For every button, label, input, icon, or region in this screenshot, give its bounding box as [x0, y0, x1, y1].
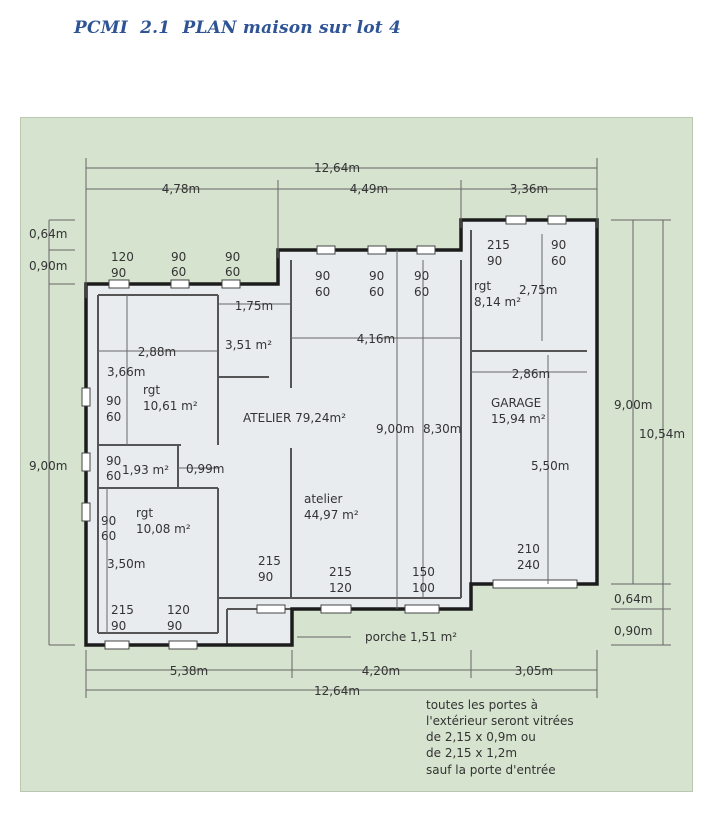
- opening-label: 90: [167, 619, 182, 633]
- room-rgt-b-area: 8,14 m²: [474, 295, 521, 309]
- dim-total-width-bottom: 12,64m: [314, 684, 360, 698]
- note-line: sauf la porte d'entrée: [426, 763, 556, 777]
- room-rgt-c-name: rgt: [136, 506, 153, 520]
- room-fills: [86, 220, 597, 645]
- opening-label: 90: [414, 269, 429, 283]
- opening-label: 90: [111, 619, 126, 633]
- opening-label: 60: [551, 254, 566, 268]
- dim-right-900: 9,00m: [614, 398, 652, 412]
- opening-label: 215: [111, 603, 134, 617]
- opening-label: 150: [412, 565, 435, 579]
- dim-left-064: 0,64m: [29, 227, 67, 241]
- opening-label: 60: [106, 469, 121, 483]
- dim-seg-top-left: 4,78m: [162, 182, 200, 196]
- room-atelier-area: 44,97 m²: [304, 508, 359, 522]
- dim-seg-bottom-right: 3,05m: [515, 664, 553, 678]
- page-title: PCMI 2.1 PLAN maison sur lot 4: [74, 18, 401, 38]
- dim-in-099: 0,99m: [186, 462, 224, 476]
- room-rgt-b-name: rgt: [474, 279, 491, 293]
- opening-label: 215: [329, 565, 352, 579]
- opening-label: 210: [517, 542, 540, 556]
- note-line: de 2,15 x 1,2m: [426, 746, 517, 760]
- room-labels: rgt 10,61 m² 3,51 m² ATELIER 79,24m² ate…: [122, 279, 546, 644]
- dim-right-1054: 10,54m: [639, 427, 685, 441]
- dim-in-286: 2,86m: [512, 367, 550, 381]
- dim-in-275: 2,75m: [519, 283, 557, 297]
- floor-plan-drawing: 12,64m 4,78m 4,49m 3,36m 0,64m 0,90m 9,0…: [29, 158, 685, 777]
- dim-right-090: 0,90m: [614, 624, 652, 638]
- opening-label: 90: [315, 269, 330, 283]
- dim-in-175: 1,75m: [235, 299, 273, 313]
- dim-seg-bottom-mid: 4,20m: [362, 664, 400, 678]
- note-line: toutes les portes à: [426, 698, 538, 712]
- opening-label: 60: [171, 265, 186, 279]
- floor-plan-panel: 12,64m 4,78m 4,49m 3,36m 0,64m 0,90m 9,0…: [20, 117, 693, 792]
- room-garage-area: 15,94 m²: [491, 412, 546, 426]
- opening-label: 120: [329, 581, 352, 595]
- dim-in-900: 9,00m: [376, 422, 414, 436]
- dim-in-416: 4,16m: [357, 332, 395, 346]
- dim-in-366: 3,66m: [107, 365, 145, 379]
- opening-label: 90: [106, 394, 121, 408]
- dim-in-550: 5,50m: [531, 459, 569, 473]
- room-atelier-name: atelier: [304, 492, 342, 506]
- interior-walls: [97, 230, 587, 645]
- opening-label: 100: [412, 581, 435, 595]
- dim-in-350: 3,50m: [107, 557, 145, 571]
- opening-label: 215: [487, 238, 510, 252]
- wall-openings: [81, 215, 578, 650]
- room-porche: porche 1,51 m²: [365, 630, 457, 644]
- opening-label: 60: [414, 285, 429, 299]
- opening-label: 60: [315, 285, 330, 299]
- opening-label: 120: [167, 603, 190, 617]
- opening-label: 90: [225, 250, 240, 264]
- dimension-lines: [48, 158, 671, 698]
- opening-label: 90: [487, 254, 502, 268]
- dim-right-064: 0,64m: [614, 592, 652, 606]
- dim-seg-top-right: 3,36m: [510, 182, 548, 196]
- opening-label: 90: [369, 269, 384, 283]
- opening-label: 60: [106, 410, 121, 424]
- note-line: de 2,15 x 0,9m ou: [426, 730, 536, 744]
- dim-seg-top-mid: 4,49m: [350, 182, 388, 196]
- opening-label: 90: [106, 454, 121, 468]
- opening-label: 90: [258, 570, 273, 584]
- dim-seg-bottom-left: 5,38m: [170, 664, 208, 678]
- room-wc-area: 1,93 m²: [122, 463, 169, 477]
- room-closet-area: 3,51 m²: [225, 338, 272, 352]
- dim-in-830: 8,30m: [423, 422, 461, 436]
- room-rgt-a-name: rgt: [143, 383, 160, 397]
- opening-label: 60: [101, 529, 116, 543]
- dim-total-width-top: 12,64m: [314, 161, 360, 175]
- room-rgt-a-area: 10,61 m²: [143, 399, 198, 413]
- opening-label: 90: [551, 238, 566, 252]
- opening-label: 90: [111, 266, 126, 280]
- room-garage-name: GARAGE: [491, 396, 541, 410]
- dim-in-288: 2,88m: [138, 345, 176, 359]
- opening-label: 120: [111, 250, 134, 264]
- opening-label: 60: [369, 285, 384, 299]
- dimension-labels: 12,64m 4,78m 4,49m 3,36m 0,64m 0,90m 9,0…: [29, 161, 685, 698]
- note-line: l'extérieur seront vitrées: [426, 714, 574, 728]
- dim-left-090: 0,90m: [29, 259, 67, 273]
- opening-labels: 120 90 90 60 90 60 90 60 90 60 90 60 215…: [101, 238, 566, 633]
- room-atelier-total: ATELIER 79,24m²: [243, 411, 346, 425]
- opening-label: 60: [225, 265, 240, 279]
- dim-left-900: 9,00m: [29, 459, 67, 473]
- opening-label: 240: [517, 558, 540, 572]
- opening-label: 215: [258, 554, 281, 568]
- opening-label: 90: [171, 250, 186, 264]
- opening-label: 90: [101, 514, 116, 528]
- exterior-doors-note: toutes les portes à l'extérieur seront v…: [426, 698, 574, 777]
- room-rgt-c-area: 10,08 m²: [136, 522, 191, 536]
